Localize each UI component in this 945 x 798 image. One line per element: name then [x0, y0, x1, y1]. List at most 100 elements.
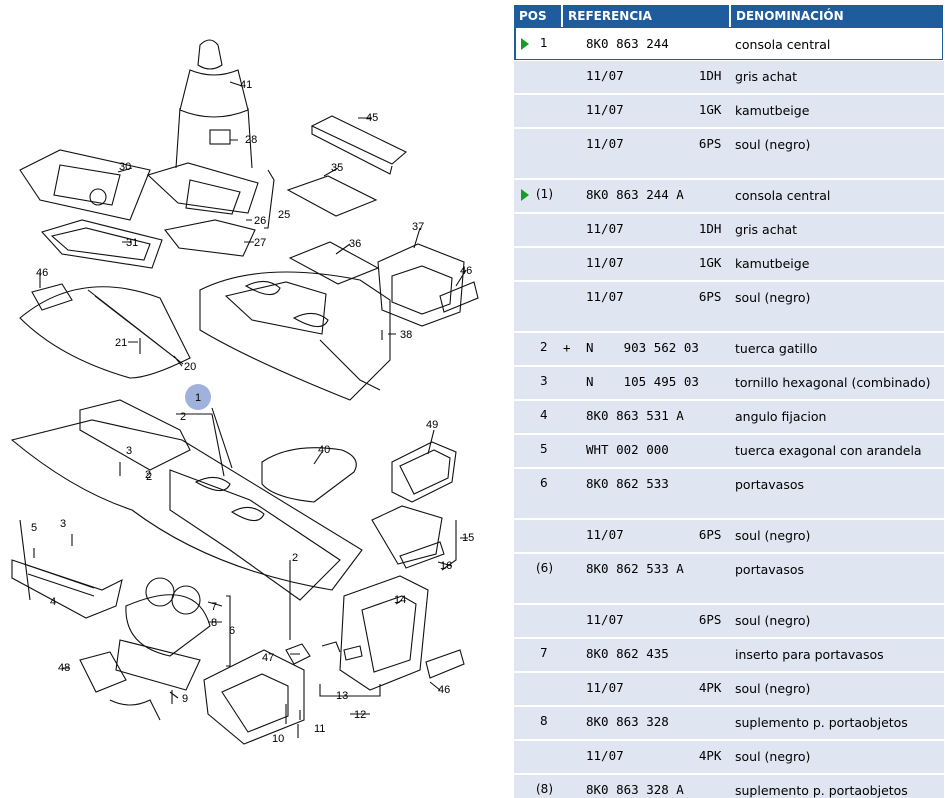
callout-30[interactable]: 30: [119, 161, 131, 173]
referencia-text: 8K0 862 435: [586, 646, 669, 661]
selected-callout-marker[interactable]: [185, 384, 211, 410]
table-row[interactable]: 6 8K0 862 533 portavasos: [514, 467, 944, 519]
callout-10[interactable]: 10: [272, 733, 284, 745]
denominacion-text: soul (negro): [735, 290, 811, 305]
cell-referencia: 11/07 1GK: [562, 93, 730, 128]
pos-text: (1): [536, 187, 553, 201]
referencia-text: 8K0 862 533: [586, 476, 669, 491]
callout-16[interactable]: 16: [440, 560, 452, 572]
cell-denominacion: kamutbeige: [730, 246, 944, 281]
callout-49[interactable]: 49: [426, 419, 438, 431]
callout-3b[interactable]: 3: [60, 518, 66, 530]
callout-13[interactable]: 13: [336, 690, 348, 702]
play-arrow-icon[interactable]: [521, 189, 529, 201]
play-arrow-icon[interactable]: [521, 38, 529, 50]
callout-20[interactable]: 20: [184, 361, 196, 373]
callout-11[interactable]: 11: [314, 723, 325, 735]
cell-referencia: 11/07 1GK: [562, 246, 730, 281]
cell-referencia: 11/07 4PK: [562, 671, 730, 706]
plus-marker: +: [563, 340, 571, 355]
cell-pos: 6: [514, 467, 562, 519]
callout-45[interactable]: 45: [366, 112, 378, 124]
table-row[interactable]: 11/07 4PK soul (negro): [514, 671, 944, 706]
callout-31[interactable]: 31: [126, 237, 138, 249]
callout-46[interactable]: 46: [36, 267, 48, 279]
cell-denominacion: soul (negro): [730, 603, 944, 638]
callout-38[interactable]: 38: [400, 329, 412, 341]
callout-7[interactable]: 7: [211, 601, 217, 613]
cell-pos: 1: [514, 27, 562, 60]
pos-text: (8): [536, 782, 553, 796]
cell-referencia: 8K0 863 328: [562, 705, 730, 740]
callout-25[interactable]: 25: [278, 209, 290, 221]
denominacion-text: tuerca gatillo: [735, 341, 818, 356]
callout-21[interactable]: 21: [115, 337, 127, 349]
callout-47[interactable]: 47: [262, 652, 274, 664]
callout-2d[interactable]: 2: [146, 471, 152, 483]
cell-pos: [514, 280, 562, 332]
callout-12[interactable]: 12: [354, 709, 366, 721]
callout-4[interactable]: 4: [50, 596, 56, 608]
callout-46c[interactable]: 46: [460, 265, 472, 277]
callout-2[interactable]: 2: [180, 411, 186, 423]
denominacion-text: soul (negro): [735, 528, 811, 543]
referencia-text: WHT 002 000: [586, 442, 669, 457]
callout-26[interactable]: 26: [254, 215, 266, 227]
callout-28[interactable]: 28: [245, 134, 257, 146]
denominacion-text: consola central: [735, 37, 831, 52]
callout-48[interactable]: 48: [58, 662, 70, 674]
callout-3[interactable]: 3: [126, 445, 132, 457]
denominacion-text: inserto para portavasos: [735, 647, 884, 662]
denominacion-text: tuerca exagonal con arandela: [735, 443, 922, 458]
callout-37[interactable]: 37: [412, 221, 424, 233]
callout-6[interactable]: 6: [229, 625, 235, 637]
callout-40[interactable]: 40: [318, 444, 330, 456]
callout-46b[interactable]: 46: [438, 684, 450, 696]
referencia-text: 11/07 4PK: [586, 748, 722, 763]
cell-referencia: 8K0 862 533 A: [562, 552, 730, 604]
callout-2c[interactable]: 2: [292, 552, 298, 564]
cell-pos: 2: [514, 331, 562, 366]
callout-8[interactable]: 8: [211, 617, 217, 629]
callout-1[interactable]: 1: [195, 392, 201, 404]
cell-referencia: 8K0 863 244: [562, 27, 730, 60]
callout-41[interactable]: 41: [240, 79, 252, 91]
callout-9[interactable]: 9: [182, 693, 188, 705]
cell-referencia: 8K0 863 531 A: [562, 399, 730, 434]
callout-27[interactable]: 27: [254, 237, 266, 249]
pos-text: 6: [540, 476, 548, 490]
cell-referencia: 8K0 863 328 A: [562, 773, 730, 798]
callout-36[interactable]: 36: [349, 238, 361, 250]
table-header-row: POS REFERENCIA DENOMINACIÓN: [514, 5, 945, 28]
referencia-text: 11/07 1DH: [586, 221, 722, 236]
callout-35[interactable]: 35: [331, 162, 343, 174]
cell-denominacion: tuerca gatillo: [730, 331, 944, 366]
callout-14[interactable]: 14: [394, 594, 406, 606]
cell-denominacion: portavasos: [730, 467, 944, 519]
callout-15[interactable]: 15: [462, 532, 474, 544]
callout-5[interactable]: 5: [31, 522, 37, 534]
cell-pos: 4: [514, 399, 562, 434]
cell-pos: (1): [514, 178, 562, 213]
callout-2b[interactable]: 2: [145, 469, 151, 481]
denominacion-text: soul (negro): [735, 681, 811, 696]
